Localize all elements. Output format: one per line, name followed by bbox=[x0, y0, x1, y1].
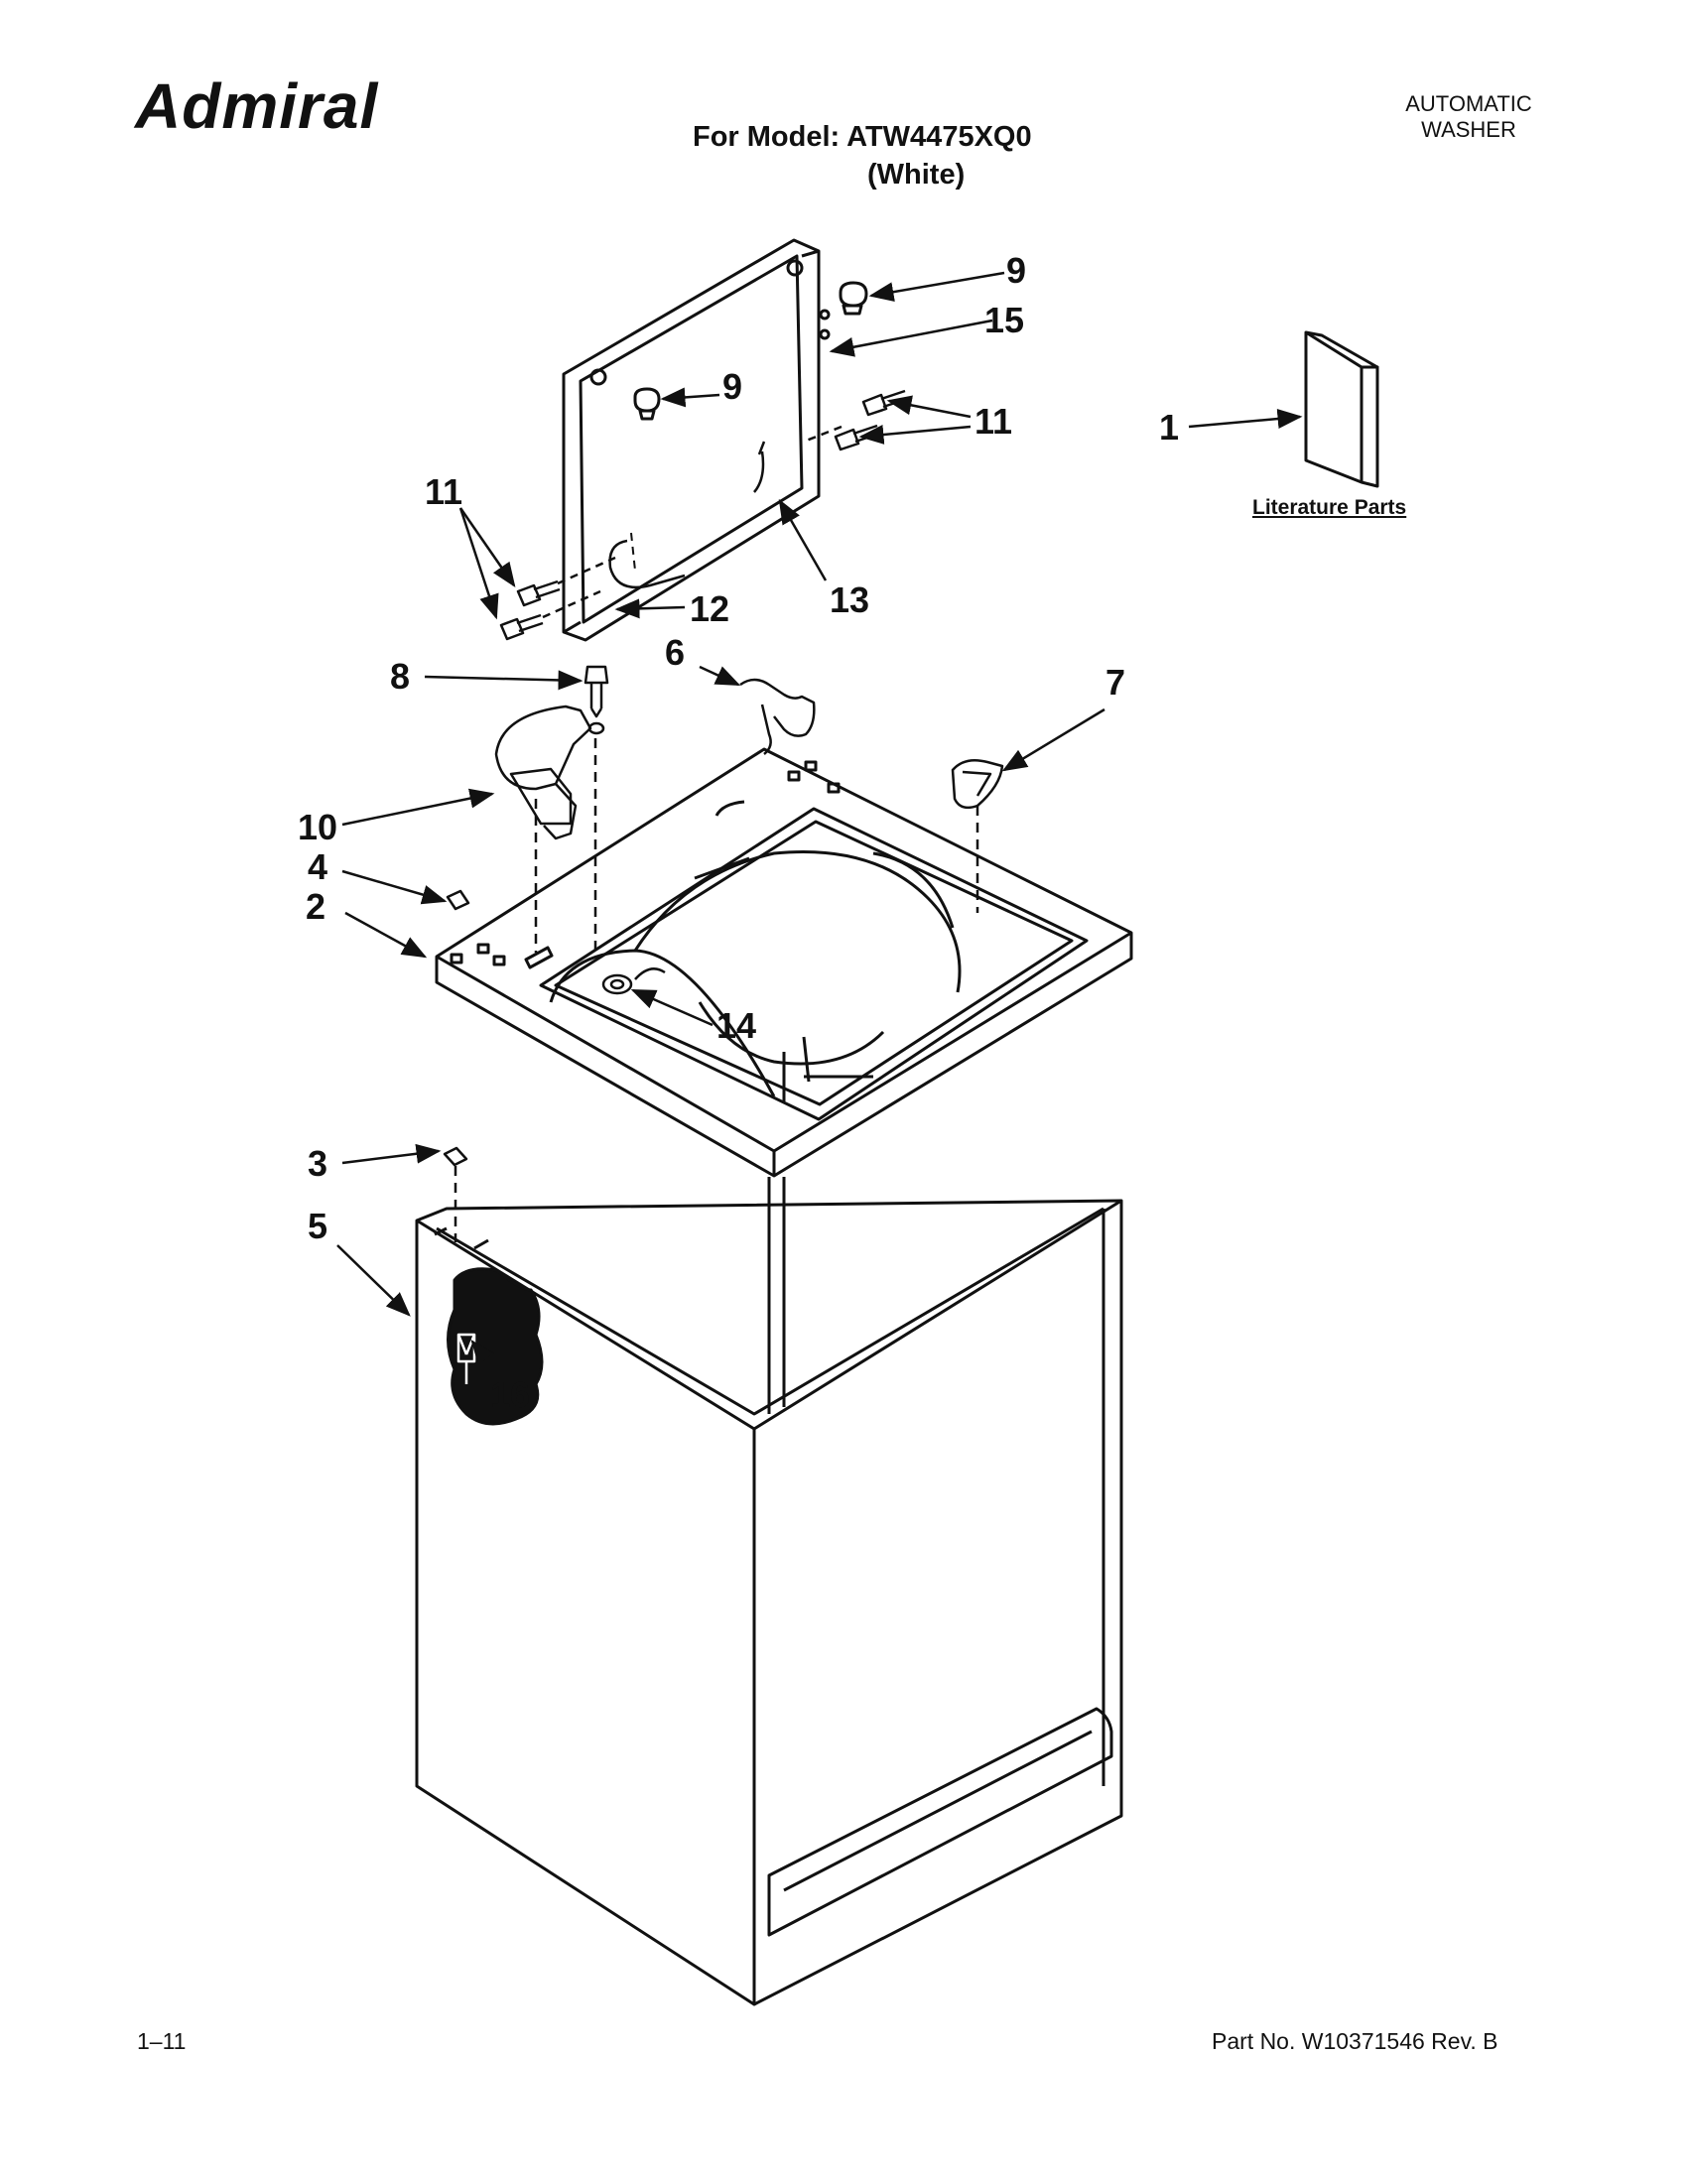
panel-clip-lower bbox=[443, 1146, 468, 1242]
part-number: Part No. W10371546 Rev. B bbox=[1212, 2028, 1498, 2054]
callout-16: 16 bbox=[490, 1374, 530, 1415]
top-panel bbox=[435, 747, 1133, 1178]
literature-parts-label: Literature Parts bbox=[1252, 496, 1407, 519]
lid-bumper bbox=[633, 387, 661, 421]
lid-assembly bbox=[562, 238, 831, 642]
cabinet bbox=[415, 1177, 1123, 2006]
callout-15: 15 bbox=[984, 300, 1024, 340]
callout-3: 3 bbox=[308, 1143, 327, 1184]
brand-logo: Admiral bbox=[135, 70, 379, 142]
callout-1: 1 bbox=[1159, 407, 1179, 448]
panel-bumper bbox=[601, 967, 666, 995]
lid-screws-left bbox=[499, 556, 616, 641]
callout-7: 7 bbox=[1105, 662, 1125, 703]
callout-2: 2 bbox=[306, 886, 325, 927]
callout-10: 10 bbox=[298, 807, 337, 847]
callout-12: 12 bbox=[690, 588, 729, 629]
callout-11-right: 11 bbox=[974, 401, 1012, 442]
model-variant: (White) bbox=[867, 159, 966, 191]
literature-book-icon bbox=[1304, 330, 1379, 488]
panel-clip-upper bbox=[446, 889, 470, 911]
lid-bumper-2 bbox=[839, 281, 868, 316]
leader-lines bbox=[336, 271, 1303, 1370]
callout-13: 13 bbox=[830, 579, 869, 620]
callout-labels: 1 2 3 4 5 6 7 8 9 9 10 11 11 12 13 14 15… bbox=[298, 250, 1179, 1415]
callout-6: 6 bbox=[665, 632, 685, 673]
callout-9-top: 9 bbox=[1006, 250, 1026, 291]
lid-hinge-clip bbox=[739, 678, 816, 755]
page-number: 1–11 bbox=[137, 2028, 187, 2054]
product-type: AUTOMATIC WASHER bbox=[1384, 91, 1553, 143]
callout-4: 4 bbox=[308, 846, 327, 887]
product-type-line-1: AUTOMATIC bbox=[1405, 91, 1532, 116]
model-line: For Model: ATW4475XQ0 bbox=[693, 121, 1032, 153]
dispenser-cap bbox=[951, 759, 1004, 913]
callout-11-left: 11 bbox=[425, 471, 462, 512]
switch-screw bbox=[584, 665, 609, 735]
product-type-line-2: WASHER bbox=[1421, 117, 1516, 142]
callout-14: 14 bbox=[716, 1005, 756, 1046]
callout-9-mid: 9 bbox=[722, 366, 742, 407]
lid-switch bbox=[494, 705, 597, 953]
callout-5: 5 bbox=[308, 1206, 327, 1246]
callout-8: 8 bbox=[390, 656, 410, 697]
